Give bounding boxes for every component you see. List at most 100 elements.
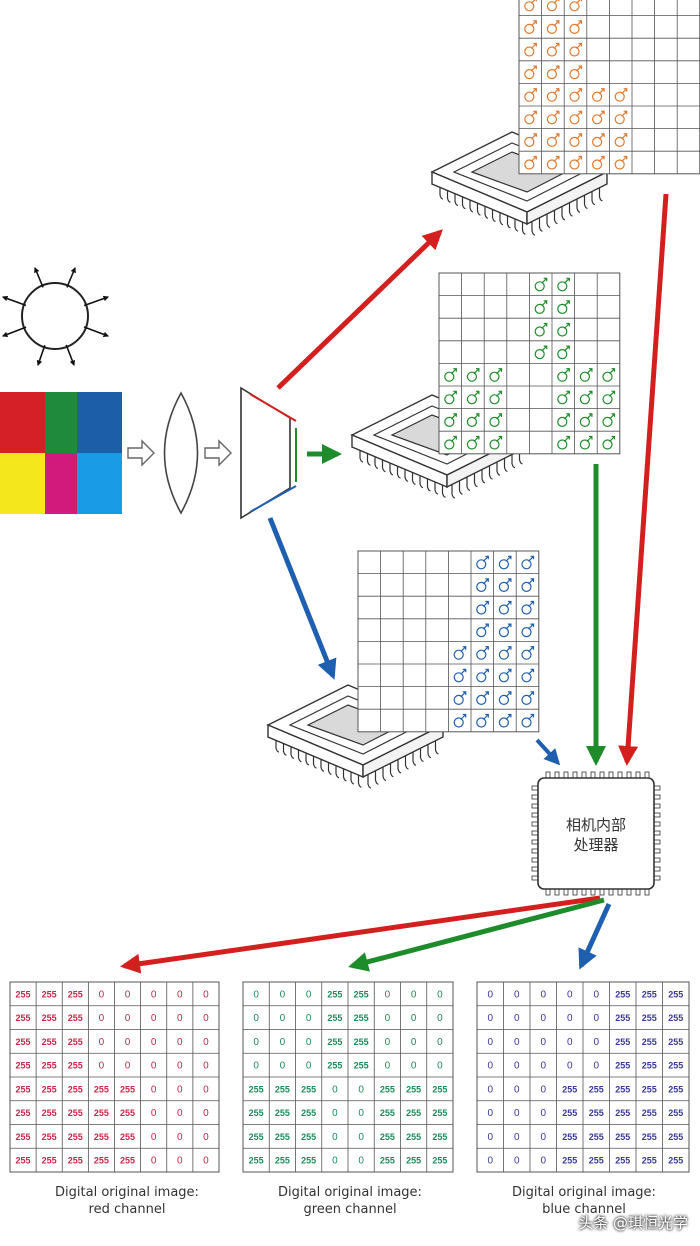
electron-icon bbox=[521, 600, 535, 615]
pixel-value: 255 bbox=[327, 1061, 342, 1071]
pixel-value: 255 bbox=[380, 1108, 395, 1118]
green-sensor-grid bbox=[438, 272, 621, 455]
red-light-arrow bbox=[276, 229, 443, 390]
pixel-value: 255 bbox=[615, 1037, 630, 1047]
pixel-value: 0 bbox=[593, 1061, 599, 1072]
blue-signal-arrow bbox=[535, 738, 561, 766]
pixel-value: 255 bbox=[589, 1108, 604, 1118]
pixel-value: 0 bbox=[151, 1156, 157, 1167]
blue-output-arrow bbox=[578, 902, 612, 970]
pixel-value: 0 bbox=[487, 1156, 493, 1167]
pixel-value: 0 bbox=[125, 1037, 131, 1048]
pixel-value: 255 bbox=[275, 1084, 290, 1094]
electron-icon bbox=[498, 578, 512, 593]
electron-icon bbox=[498, 555, 512, 570]
pixel-value: 0 bbox=[99, 1061, 105, 1072]
pixel-value: 0 bbox=[385, 1037, 391, 1048]
pixel-value: 255 bbox=[275, 1132, 290, 1142]
electron-icon bbox=[524, 88, 537, 102]
pixel-value: 0 bbox=[514, 1156, 520, 1167]
electron-icon bbox=[476, 623, 489, 638]
pixel-value: 0 bbox=[203, 1037, 209, 1048]
processor-chip: 相机内部 处理器 bbox=[531, 771, 661, 896]
pixel-value: 0 bbox=[487, 1084, 493, 1095]
pixel-value: 0 bbox=[567, 1013, 573, 1024]
watermark: 头条 @琪恒光学 bbox=[578, 1214, 688, 1232]
pixel-value: 255 bbox=[589, 1132, 604, 1142]
pixel-value: 255 bbox=[380, 1084, 395, 1094]
pixel-value: 255 bbox=[42, 1132, 57, 1142]
electron-icon bbox=[546, 65, 560, 80]
pixel-value: 255 bbox=[668, 1132, 683, 1142]
pixel-value: 0 bbox=[306, 1061, 312, 1072]
pixel-value: 255 bbox=[562, 1108, 577, 1118]
pixel-value: 0 bbox=[540, 989, 546, 1000]
electron-icon bbox=[498, 623, 512, 638]
pixel-value: 255 bbox=[615, 1156, 630, 1166]
pixel-value: 0 bbox=[540, 1013, 546, 1024]
processor-label: 处理器 bbox=[573, 836, 618, 854]
pixel-value: 0 bbox=[514, 1037, 520, 1048]
pixel-value: 0 bbox=[540, 1132, 546, 1143]
pixel-value: 0 bbox=[514, 1084, 520, 1095]
pixel-value: 255 bbox=[16, 1108, 31, 1118]
pixel-value: 255 bbox=[354, 1013, 369, 1023]
pixel-value: 0 bbox=[358, 1132, 364, 1143]
pixel-value: 255 bbox=[42, 1013, 57, 1023]
electron-icon bbox=[557, 322, 570, 337]
electron-icon bbox=[557, 390, 570, 405]
electron-icon bbox=[546, 0, 560, 12]
electron-icon bbox=[453, 668, 467, 683]
electron-icon bbox=[489, 368, 503, 382]
pixel-value: 255 bbox=[615, 1108, 630, 1118]
electron-icon bbox=[476, 600, 489, 615]
electron-icon bbox=[444, 390, 457, 405]
pixel-value: 255 bbox=[42, 1084, 57, 1094]
pixel-value: 255 bbox=[42, 1061, 57, 1071]
electron-icon bbox=[489, 413, 503, 427]
pixel-value: 255 bbox=[615, 1084, 630, 1094]
electron-icon bbox=[591, 133, 605, 147]
pixel-value: 255 bbox=[94, 1108, 109, 1118]
pixel-value: 0 bbox=[332, 1108, 338, 1119]
pixel-value: 0 bbox=[253, 1037, 259, 1048]
electron-icon bbox=[466, 435, 480, 450]
pixel-value: 0 bbox=[411, 1037, 417, 1048]
electron-icon bbox=[521, 555, 535, 570]
pixel-value: 255 bbox=[642, 1037, 657, 1047]
pixel-value: 0 bbox=[306, 1037, 312, 1048]
electron-icon bbox=[546, 110, 560, 125]
electron-icon bbox=[602, 368, 616, 382]
pixel-value: 0 bbox=[125, 1061, 131, 1072]
pixel-value: 255 bbox=[249, 1132, 264, 1142]
pixel-value: 0 bbox=[514, 989, 520, 1000]
electron-icon bbox=[557, 368, 570, 382]
blue-sensor-grid bbox=[357, 550, 540, 733]
blue-channel-grid: 0 0 0 0 0 255 255 255 0 0 0 0 0 255 255 255 0 0 0 0 0 255 255 2… bbox=[476, 981, 690, 1173]
palette-swatch bbox=[77, 392, 122, 453]
electron-icon bbox=[476, 691, 489, 706]
pixel-value: 0 bbox=[540, 1061, 546, 1072]
electron-icon bbox=[534, 300, 548, 314]
pixel-value: 0 bbox=[358, 1084, 364, 1095]
pixel-value: 255 bbox=[16, 1061, 31, 1071]
pixel-value: 0 bbox=[280, 989, 286, 1000]
pixel-value: 0 bbox=[358, 1108, 364, 1119]
palette-swatch bbox=[45, 453, 77, 514]
pixel-value: 255 bbox=[68, 1132, 83, 1142]
electron-icon bbox=[476, 646, 489, 660]
pixel-value: 0 bbox=[593, 1013, 599, 1024]
pixel-value: 0 bbox=[177, 1132, 183, 1143]
pixel-value: 0 bbox=[358, 1156, 364, 1167]
pixel-value: 255 bbox=[668, 1084, 683, 1094]
electron-icon bbox=[546, 42, 560, 57]
pixel-value: 0 bbox=[567, 1037, 573, 1048]
pixel-value: 255 bbox=[120, 1084, 135, 1094]
electron-icon bbox=[579, 390, 593, 405]
electron-icon bbox=[444, 413, 457, 427]
pixel-value: 0 bbox=[203, 1108, 209, 1119]
electron-icon bbox=[591, 155, 605, 170]
pixel-value: 0 bbox=[540, 1108, 546, 1119]
electron-icon bbox=[521, 578, 535, 593]
electron-icon bbox=[521, 691, 535, 706]
